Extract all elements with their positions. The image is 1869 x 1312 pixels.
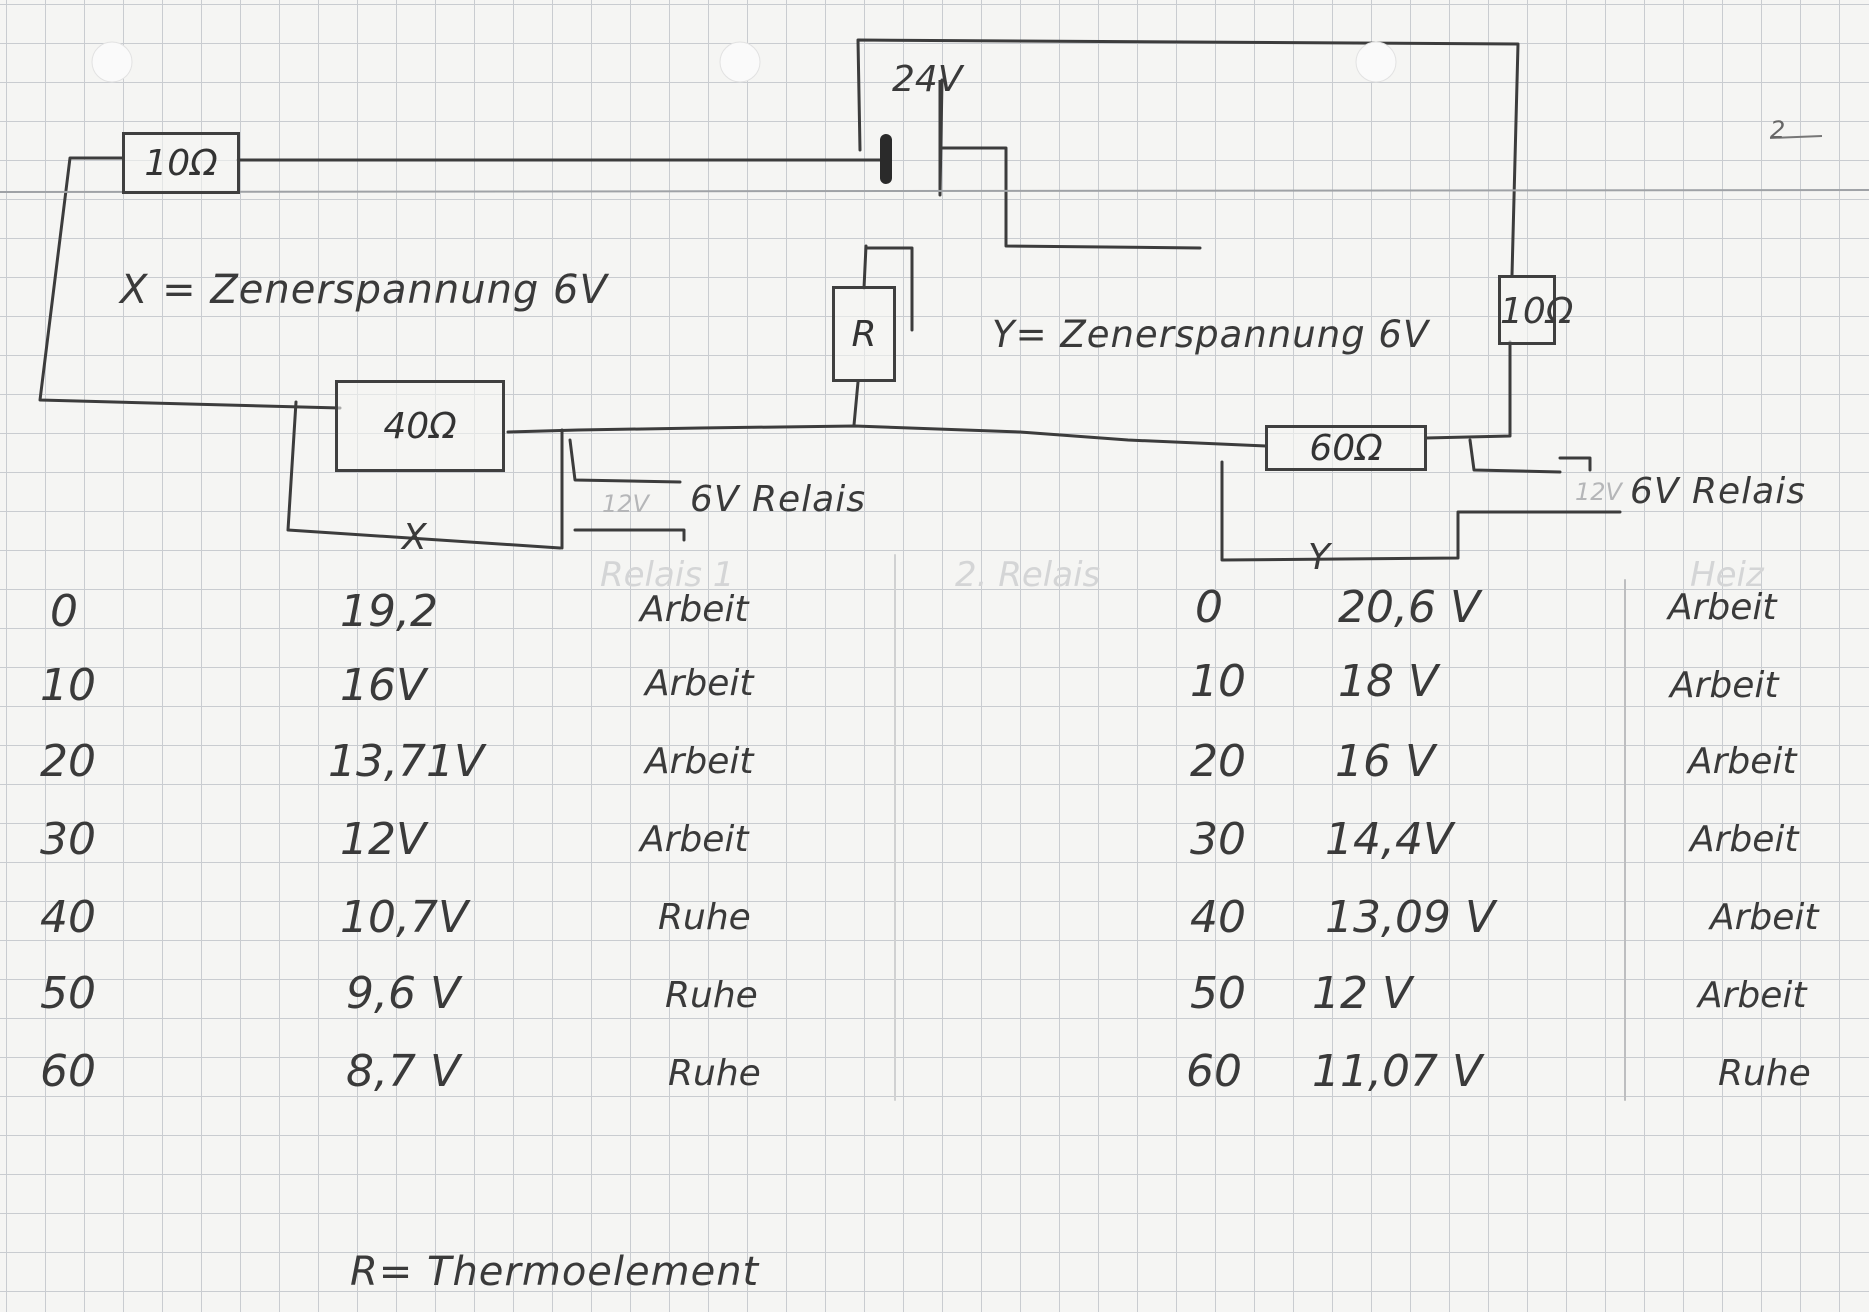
left-zener-symbol: X xyxy=(402,517,427,558)
wire xyxy=(286,400,562,550)
right-voltage-cell: 14,4V xyxy=(1325,814,1454,865)
right-state-cell: Arbeit xyxy=(1698,975,1807,1016)
left-state-cell: Arbeit xyxy=(645,741,754,782)
right-state-cell: Arbeit xyxy=(1710,897,1819,938)
wire xyxy=(568,438,682,484)
left-temp-cell: 40 xyxy=(40,892,96,943)
right-zener-description: Y= Zenerspannung 6V xyxy=(992,313,1430,356)
right-relay-small-label: 12V xyxy=(1575,478,1622,506)
wire xyxy=(573,528,686,542)
wire xyxy=(1220,460,1622,562)
bleed-through-mark: 2. Relais xyxy=(955,555,1101,595)
page-label-strike xyxy=(1769,135,1823,139)
left-state-cell: Ruhe xyxy=(658,897,751,938)
right-state-cell: Ruhe xyxy=(1718,1053,1811,1094)
right-voltage-cell: 20,6 V xyxy=(1338,582,1481,633)
right-relay-label: 6V Relais xyxy=(1630,471,1806,512)
right-state-cell: Arbeit xyxy=(1690,819,1799,860)
left-voltage-cell: 16V xyxy=(340,660,427,711)
left-state-cell: Arbeit xyxy=(645,663,754,704)
right-voltage-cell: 13,09 V xyxy=(1325,892,1496,943)
thermo-element-r: R xyxy=(832,286,896,382)
wire xyxy=(38,156,342,410)
right-temp-cell: 40 xyxy=(1190,892,1246,943)
binder-hole xyxy=(91,41,133,83)
left-relay-small-label: 12V xyxy=(602,490,649,518)
bleed-through-mark: Relais 1 xyxy=(600,555,735,595)
resistor-right-top: 10Ω xyxy=(1500,291,1574,332)
left-state-cell: Arbeit xyxy=(640,819,749,860)
left-voltage-cell: 19,2 xyxy=(340,586,438,637)
wire xyxy=(864,246,914,332)
wire xyxy=(852,380,860,427)
wire xyxy=(1468,438,1562,474)
left-voltage-cell: 13,71V xyxy=(328,736,485,787)
page-rule xyxy=(0,189,1869,193)
right-voltage-cell: 11,07 V xyxy=(1312,1046,1483,1097)
right-temp-cell: 60 xyxy=(1186,1046,1242,1097)
right-voltage-cell: 16 V xyxy=(1335,736,1436,787)
footer-note: R= Thermoelement xyxy=(350,1249,760,1295)
left-temp-cell: 30 xyxy=(40,814,96,865)
left-temp-cell: 50 xyxy=(40,968,96,1019)
binder-hole xyxy=(1355,41,1397,83)
left-temp-cell: 10 xyxy=(40,660,96,711)
resistor-left-bottom: 40Ω xyxy=(335,380,505,472)
right-zener-symbol: Y xyxy=(1308,537,1330,578)
wire xyxy=(1424,340,1512,440)
wire xyxy=(506,424,1268,448)
page-number: 2 xyxy=(1770,116,1786,144)
left-state-cell: Ruhe xyxy=(668,1053,761,1094)
left-temp-cell: 20 xyxy=(40,736,96,787)
left-voltage-cell: 9,6 V xyxy=(346,968,461,1019)
left-state-cell: Ruhe xyxy=(665,975,758,1016)
right-state-cell: Arbeit xyxy=(1668,587,1777,628)
wire xyxy=(940,146,1202,250)
wire xyxy=(856,38,1520,277)
right-temp-cell: 10 xyxy=(1190,656,1246,707)
left-state-cell: Arbeit xyxy=(640,589,749,630)
wire xyxy=(862,244,868,290)
left-voltage-cell: 8,7 V xyxy=(346,1046,461,1097)
left-temp-cell: 0 xyxy=(50,586,78,637)
right-temp-cell: 30 xyxy=(1190,814,1246,865)
right-voltage-cell: 18 V xyxy=(1338,656,1439,707)
right-temp-cell: 0 xyxy=(1195,582,1223,633)
wire xyxy=(1558,456,1592,472)
source-voltage: 24V xyxy=(892,59,963,100)
left-zener-description: X = Zenerspannung 6V xyxy=(120,267,608,313)
right-voltage-cell: 12 V xyxy=(1312,968,1413,1019)
left-voltage-cell: 12V xyxy=(340,814,427,865)
right-temp-cell: 50 xyxy=(1190,968,1246,1019)
bleed-through-mark: Heiz xyxy=(1690,555,1764,595)
resistor-right-bottom: 60Ω xyxy=(1265,425,1427,471)
right-state-cell: Arbeit xyxy=(1688,741,1797,782)
left-temp-cell: 60 xyxy=(40,1046,96,1097)
left-voltage-cell: 10,7V xyxy=(340,892,469,943)
binder-hole xyxy=(719,41,761,83)
resistor-right-top-box xyxy=(1498,275,1556,345)
right-state-cell: Arbeit xyxy=(1670,665,1779,706)
right-temp-cell: 20 xyxy=(1190,736,1246,787)
left-relay-label: 6V Relais xyxy=(690,479,866,520)
resistor-left-top: 10Ω xyxy=(122,132,240,194)
